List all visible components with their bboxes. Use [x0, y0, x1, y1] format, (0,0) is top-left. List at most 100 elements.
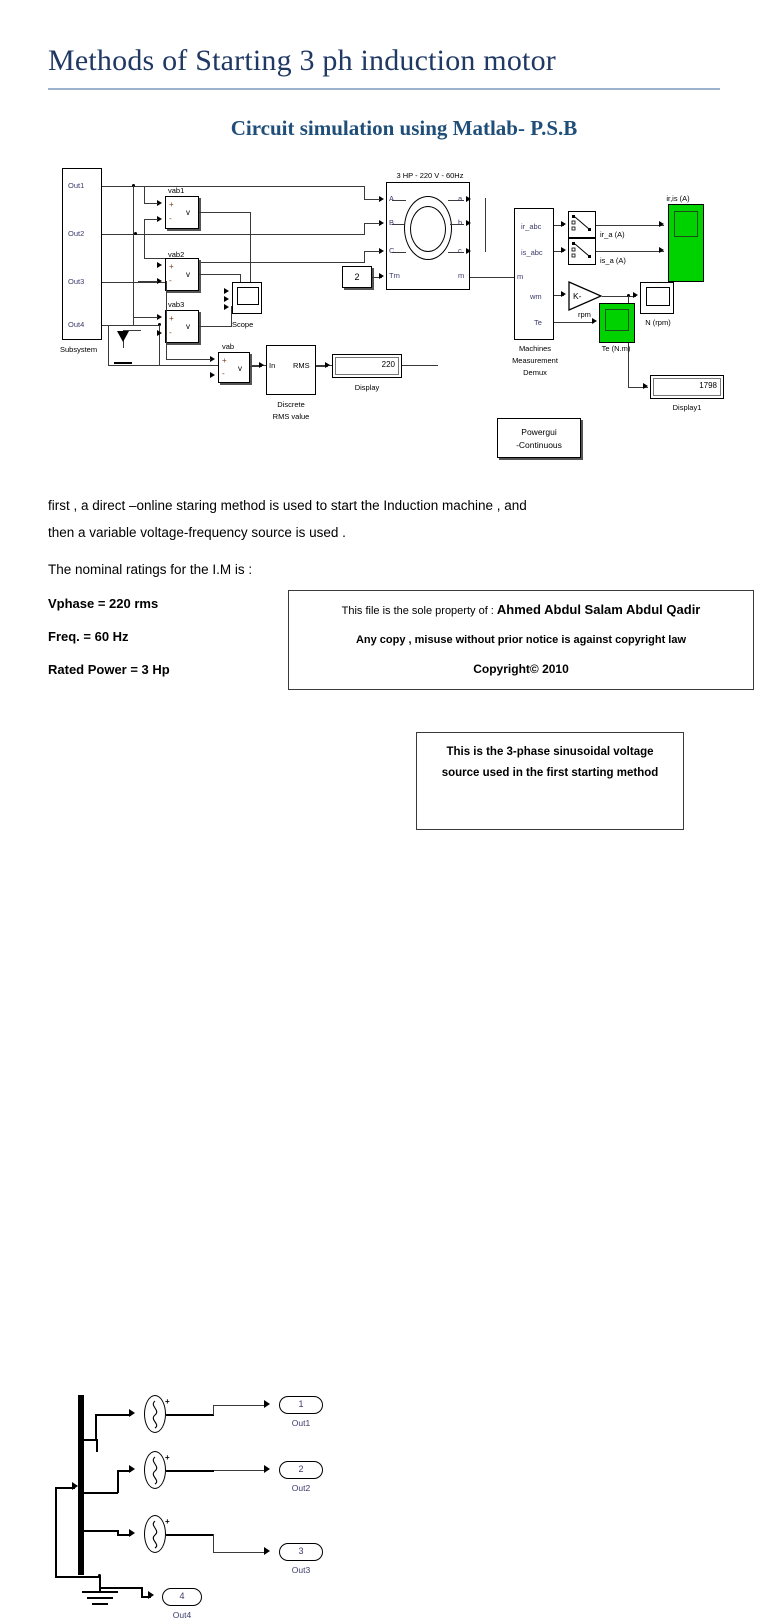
vab2-minus: - — [169, 276, 172, 285]
machine-port-b-out: b — [458, 218, 463, 227]
demux-out-is-abc: is_abc — [521, 248, 543, 257]
display-label: Display — [354, 383, 380, 392]
vab3-block[interactable] — [165, 310, 199, 343]
demux-out-te: Te — [534, 318, 542, 327]
selector-is-block[interactable] — [568, 238, 596, 265]
note-line-2: source used in the first starting method — [441, 767, 659, 779]
wire — [364, 223, 366, 235]
wire — [144, 219, 158, 221]
vab2-block[interactable] — [165, 258, 199, 291]
outport-3[interactable]: 3 — [279, 1543, 323, 1561]
wire — [84, 1492, 118, 1495]
display1-block[interactable]: 1798 — [650, 375, 724, 399]
outport-2[interactable]: 2 — [279, 1461, 323, 1479]
rating-vphase: Vphase = 220 rms — [48, 596, 159, 611]
copyright-line-3: Copyright© 2010 — [473, 662, 569, 676]
source-2-marker: + — [165, 1453, 170, 1462]
wire — [144, 186, 146, 204]
powergui-block[interactable] — [497, 418, 581, 458]
wire — [166, 281, 168, 360]
display1-value: 1798 — [653, 378, 721, 396]
wire — [448, 252, 464, 254]
wire — [364, 199, 380, 201]
discrete-rms-block[interactable] — [266, 345, 316, 395]
source-1-marker: + — [165, 1397, 170, 1406]
display-value: 220 — [335, 357, 399, 375]
subsystem-block[interactable] — [62, 168, 102, 340]
gain-value: K- — [573, 291, 582, 301]
wire — [364, 251, 366, 263]
wire — [602, 296, 636, 298]
selector-icon — [571, 215, 591, 231]
wire — [166, 359, 211, 361]
arrow-icon — [561, 221, 566, 227]
rms-label-line2: RMS value — [272, 412, 310, 421]
wire — [214, 1470, 266, 1472]
wire — [166, 1534, 214, 1537]
scope-currents-label: ir,is (A) — [666, 194, 690, 203]
machine-port-b-in: B — [389, 218, 395, 227]
machine-title: 3 HP - 220 V - 60Hz — [396, 171, 464, 180]
wire — [448, 200, 464, 202]
wire — [55, 1487, 58, 1577]
subsystem-port-out1: Out1 — [68, 181, 85, 190]
arrow-icon — [157, 314, 162, 320]
ground-stem — [99, 1576, 101, 1592]
machine-port-c-out: c — [458, 246, 462, 255]
note-line-1: This is the 3-phase sinusoidal voltage — [446, 746, 654, 758]
wire — [596, 251, 664, 253]
arrow-icon — [224, 288, 229, 294]
arrow-icon — [561, 247, 566, 253]
wire-junction — [134, 232, 137, 235]
arrow-icon — [264, 1547, 270, 1555]
wire — [108, 325, 110, 365]
vab2-out: v — [186, 270, 190, 279]
wire — [250, 212, 252, 298]
scope-currents-screen — [674, 211, 698, 237]
rms-in-port: In — [269, 361, 276, 370]
wire — [95, 1414, 98, 1440]
outport-2-label: Out2 — [291, 1483, 311, 1493]
copyright-line-2: Any copy , misuse without prior notice i… — [355, 634, 687, 646]
scope-speed-screen — [646, 287, 670, 306]
ground-bar-1 — [82, 1591, 118, 1593]
ac-source-1[interactable] — [144, 1395, 166, 1433]
ac-source-2[interactable] — [144, 1451, 166, 1489]
arrow-icon — [379, 273, 384, 279]
vab1-block[interactable] — [165, 196, 199, 229]
wire — [392, 252, 406, 254]
gain-block[interactable] — [568, 281, 602, 311]
page-title: Methods of Starting 3 ph induction motor — [48, 44, 556, 77]
selector-is-signal-label: is_a (A) — [600, 256, 626, 265]
wire — [84, 1530, 118, 1533]
arrow-icon — [72, 1482, 78, 1490]
ac-source-3[interactable] — [144, 1515, 166, 1553]
vab3-minus: - — [169, 328, 172, 337]
ground-bar — [114, 362, 132, 364]
vab-block[interactable] — [218, 352, 250, 383]
subsystem-port-out4: Out4 — [68, 320, 85, 329]
constant-tm-block[interactable] — [342, 266, 372, 288]
wire — [96, 1440, 99, 1452]
outport-1[interactable]: 1 — [279, 1396, 323, 1414]
wire — [199, 274, 241, 276]
title-divider — [48, 88, 720, 90]
wire — [159, 325, 161, 365]
note-box: This is the 3-phase sinusoidal voltage s… — [416, 732, 684, 830]
wire — [199, 212, 251, 214]
arrow-icon — [379, 196, 384, 202]
outport-4[interactable]: 4 — [162, 1588, 202, 1606]
wire — [213, 1552, 266, 1554]
arrow-icon — [264, 1400, 270, 1408]
wire — [364, 251, 380, 253]
machines-measurement-demux-block[interactable] — [514, 208, 554, 340]
display-block[interactable]: 220 — [332, 354, 402, 378]
machine-rotor-icon — [410, 206, 446, 252]
machine-port-a-in: A — [389, 194, 395, 203]
powergui-line1: Powergui — [521, 427, 557, 437]
arrow-icon — [210, 372, 215, 378]
wire — [166, 1470, 214, 1473]
selector-ir-block[interactable] — [568, 211, 596, 238]
wire — [144, 219, 146, 259]
wire — [213, 1534, 215, 1552]
